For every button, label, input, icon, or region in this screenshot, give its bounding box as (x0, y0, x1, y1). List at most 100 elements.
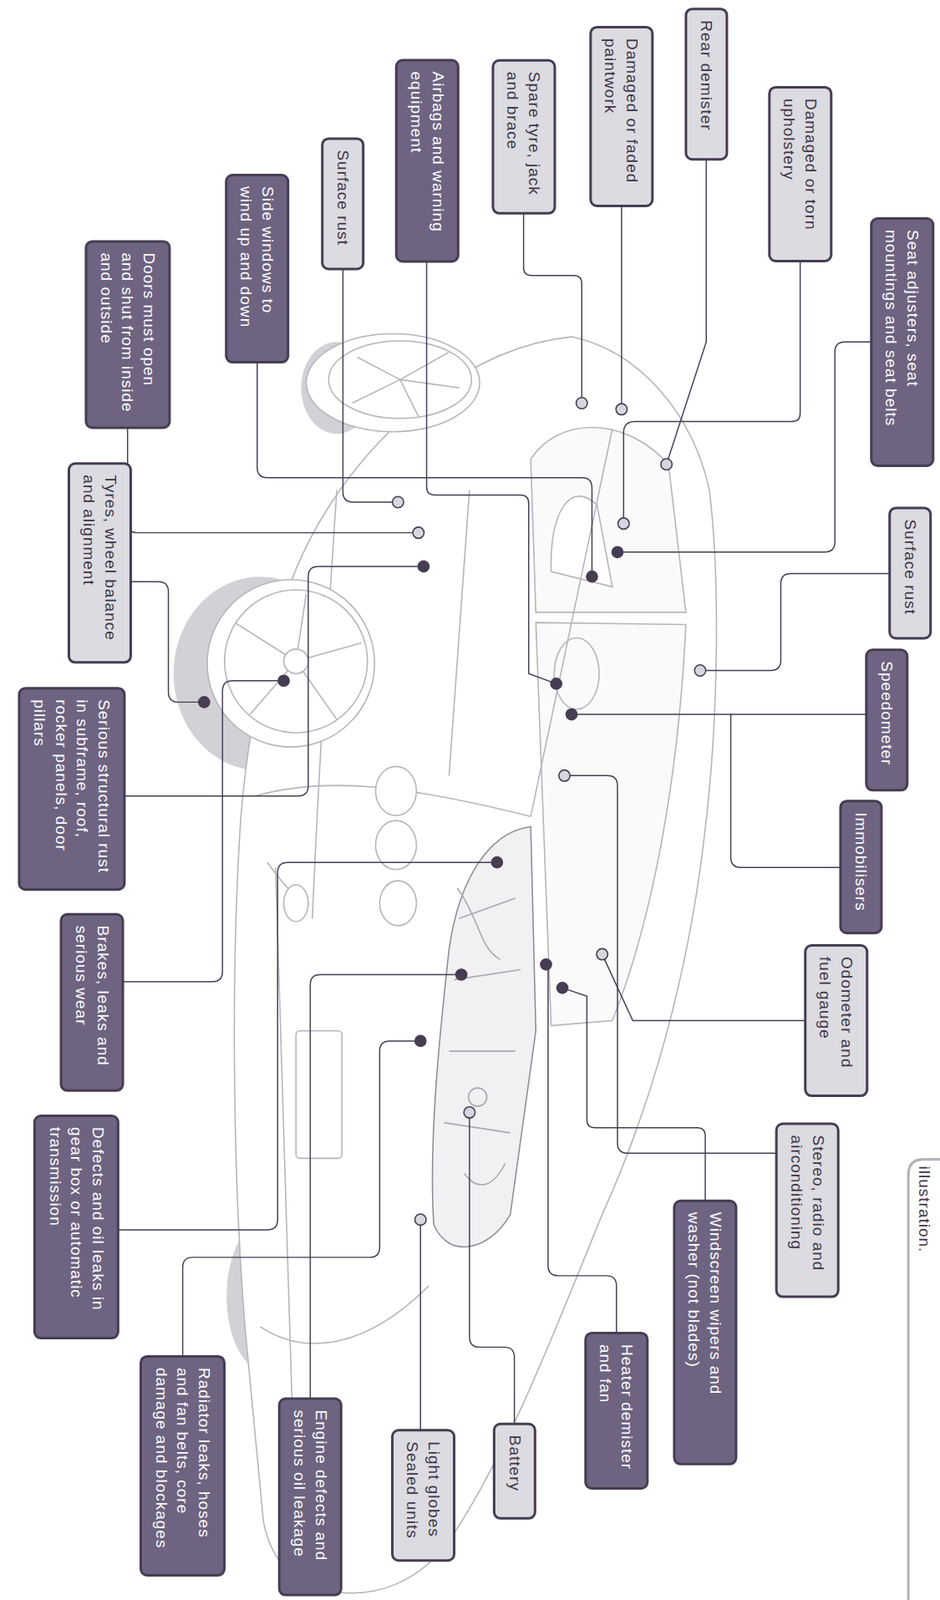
lamp (379, 880, 417, 926)
callout-box: Spare tyre, jack and brace (491, 59, 556, 215)
lamp (284, 884, 309, 922)
leader-dot (550, 678, 562, 690)
callout-box: Engine defects and serious oil leakage (278, 1397, 343, 1597)
leader-dot (491, 856, 503, 868)
leader-dot (618, 518, 630, 529)
callout-text: Battery (503, 1435, 526, 1508)
callout-text: Stereo, radio and airconditioning (786, 1135, 829, 1286)
leader-line (564, 775, 808, 1154)
callout-box: Rear demister (685, 8, 729, 162)
callout-box: Radiator leaks, hoses and fan belts, cor… (139, 1354, 226, 1576)
light-dots (392, 397, 707, 1226)
leader-dot (556, 982, 568, 994)
leader-dot (611, 546, 623, 558)
callout-text: Airbags and warning equipment (405, 71, 448, 251)
callout-text: Sealed units (401, 1441, 424, 1550)
callout-box: Damaged or torn upholstery (767, 86, 833, 263)
car-drawing (71, 84, 940, 1600)
number-plate (295, 1031, 342, 1159)
leader-dot (660, 458, 672, 470)
front-rim (224, 589, 368, 733)
leader-dot (392, 496, 404, 508)
leader-dot (415, 1214, 427, 1225)
rear-wheel (305, 333, 480, 432)
callout-text: Light globes (423, 1441, 446, 1550)
callout-box: Windscreen wipers and washer (not blades… (672, 1199, 737, 1465)
callout-text: Seat adjusters, seat mountings and seat … (880, 229, 924, 455)
leader-line (602, 954, 837, 1021)
callout-box: Light globesSealed units (391, 1428, 456, 1562)
leader-dot (415, 1035, 427, 1047)
engine-part (468, 1087, 488, 1107)
front-spokes (234, 594, 361, 720)
dark-dots (198, 546, 624, 1047)
callout-text: Radiator leaks, hoses and fan belts, cor… (150, 1366, 215, 1564)
callout-text: Doors must open and shut from inside and… (95, 253, 160, 417)
callout-box: Stereo, radio and airconditioning (775, 1122, 840, 1299)
leader-line (571, 713, 887, 715)
leader-dot (615, 403, 627, 415)
callout-box: Heater demister and fan (584, 1331, 649, 1490)
leader-dot (540, 959, 552, 971)
leader-line (127, 335, 419, 534)
callout-text: Immobilisers (850, 812, 873, 922)
callout-text: Rear demister (696, 20, 718, 149)
callout-box: Defects and oil leaks in gear box or aut… (33, 1114, 120, 1340)
leader-dot (412, 527, 424, 539)
callout-box: Brakes, leaks and serious wear (59, 913, 124, 1093)
leader-line (257, 268, 593, 577)
leader-dot (455, 969, 467, 981)
leader-line (617, 341, 903, 553)
leader-dot (596, 948, 608, 960)
callout-box: Odometer and fuel gauge (803, 944, 869, 1098)
callout-text: Brakes, leaks and serious wear (70, 925, 113, 1080)
callout-box: Doors must open and shut from inside and… (84, 240, 171, 430)
callout-text: Heater demister and fan (594, 1344, 638, 1478)
lamp (376, 766, 417, 816)
callout-box: Speedometer (865, 649, 910, 793)
leader-dot (586, 570, 598, 582)
leader-dot (558, 770, 570, 782)
callout-box: Battery (492, 1422, 537, 1520)
callout-text: Speedometer (876, 661, 899, 780)
engine-bay (432, 826, 537, 1247)
callout-text: Surface rust (899, 519, 922, 628)
leader-line (469, 1112, 515, 1472)
leader-dot (198, 696, 210, 708)
hub (284, 649, 309, 674)
leader-dot (576, 397, 588, 409)
leader-dot (694, 665, 706, 676)
callout-box: Tyres, wheel balance and alignment (67, 462, 133, 664)
rear-spokes (351, 351, 459, 417)
leader-dot (463, 1107, 475, 1118)
callout-text: Damaged or faded paintwork (599, 38, 643, 195)
leader-dot (278, 675, 290, 686)
engine-parts (443, 888, 521, 1185)
panel-outline (908, 1159, 940, 1600)
panel-label: illustration. (916, 1165, 933, 1253)
callout-box: Surface rust (320, 137, 365, 271)
callout-box: Side windows to wind up and down (224, 173, 290, 364)
rear-rim (328, 340, 472, 419)
callout-box: Damaged or faded paintwork (589, 25, 654, 208)
callout-text: Tyres, wheel balance and alignment (78, 474, 122, 651)
leader-line (76, 862, 498, 1230)
windscreen (535, 622, 686, 1026)
leader-lines (71, 84, 911, 1498)
leader-dot (565, 708, 577, 720)
cabin (530, 427, 686, 613)
leader-dot (417, 560, 429, 572)
callout-box: Serious structural rust in subframe, roo… (17, 686, 126, 891)
callout-text: Spare tyre, jack and brace (502, 71, 545, 203)
callout-text: Side windows to wind up and down (235, 186, 279, 351)
callout-box: Immobilisers (839, 799, 884, 935)
callout-box: Surface rust (889, 507, 933, 641)
callout-box: Seat adjusters, seat mountings and seat … (869, 217, 935, 468)
callout-text: Serious structural rust in subframe, roo… (28, 699, 115, 879)
callout-text: Surface rust (331, 150, 354, 259)
callout-text: Engine defects and serious oil leakage (289, 1410, 332, 1585)
callout-text: Windscreen wipers and washer (not blades… (683, 1211, 727, 1453)
front-wheel (207, 579, 375, 747)
